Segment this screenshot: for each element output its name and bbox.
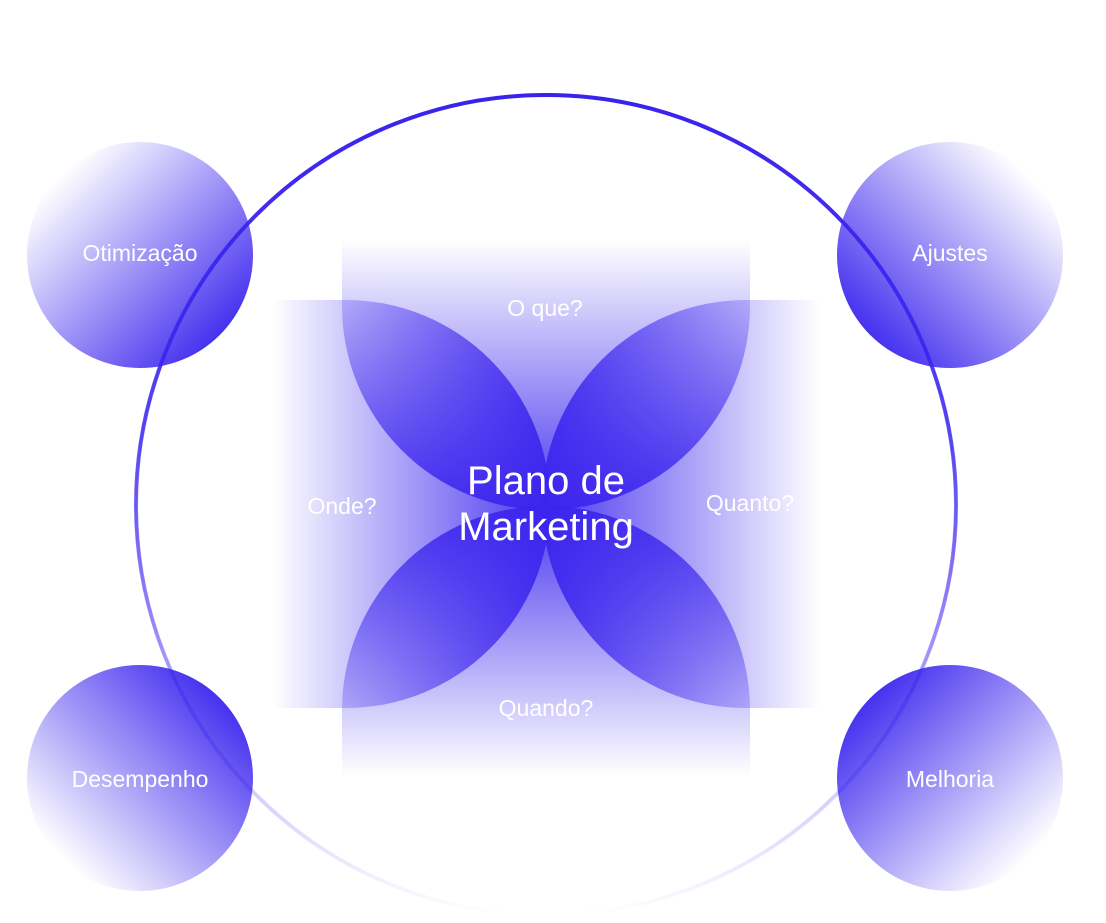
petal-left — [272, 300, 550, 708]
petal-right — [542, 300, 820, 708]
outer-ring-overlay — [134, 93, 958, 917]
corner-circle-top-right — [837, 142, 1063, 368]
label-where: Onde? — [307, 493, 376, 519]
label-how-much: Quanto? — [706, 490, 794, 516]
center-title-line2: Marketing — [458, 505, 634, 549]
label-when: Quando? — [499, 695, 594, 721]
label-bottom-right: Melhoria — [906, 766, 994, 792]
corner-circle-top-left — [27, 142, 253, 368]
label-what: O que? — [507, 295, 582, 321]
center-title-line1: Plano de — [467, 459, 625, 503]
label-top-right: Ajustes — [912, 240, 987, 266]
label-top-left: Otimização — [82, 240, 197, 266]
label-bottom-left: Desempenho — [72, 766, 209, 792]
